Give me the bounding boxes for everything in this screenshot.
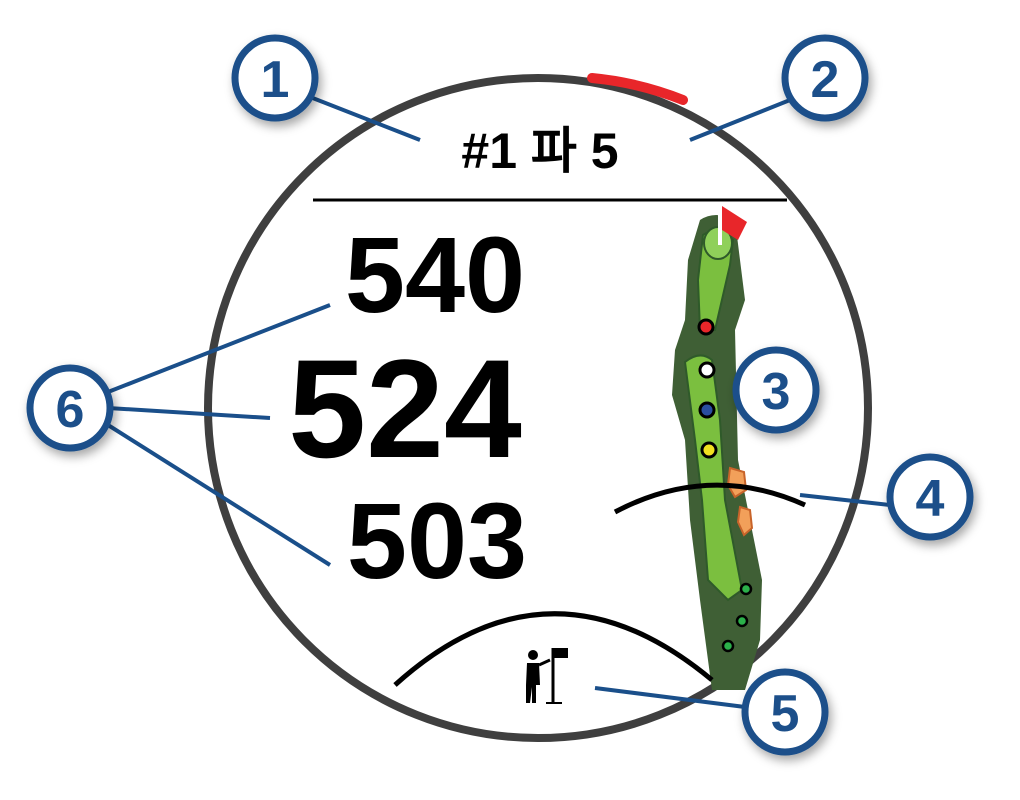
distance-middle: 524 bbox=[288, 330, 522, 487]
hole-map[interactable] bbox=[672, 206, 762, 690]
svg-text:6: 6 bbox=[56, 381, 85, 439]
distance-arc[interactable] bbox=[613, 482, 807, 515]
bottom-button-arc[interactable] bbox=[393, 611, 714, 687]
callout-5: 5 bbox=[741, 668, 829, 756]
svg-text:5: 5 bbox=[771, 685, 800, 743]
tee-marker-yellow bbox=[700, 441, 718, 459]
svg-text:3: 3 bbox=[762, 363, 791, 421]
leader-lines bbox=[106, 93, 891, 709]
hole-par-label: #1 파 5 bbox=[461, 123, 618, 179]
distance-back: 540 bbox=[345, 214, 525, 335]
tee-marker-red bbox=[697, 318, 715, 336]
layup-marker bbox=[735, 614, 749, 628]
callout-4: 4 bbox=[886, 453, 974, 541]
progress-indicator bbox=[587, 73, 688, 105]
svg-text:1: 1 bbox=[261, 51, 290, 109]
red-flag-icon bbox=[722, 206, 747, 240]
callout-6: 6 bbox=[26, 364, 114, 452]
callout-2: 2 bbox=[781, 34, 869, 122]
tee-marker-blue bbox=[698, 401, 716, 419]
golfer-with-flag-icon[interactable] bbox=[526, 648, 568, 704]
layup-marker bbox=[739, 582, 753, 596]
layup-marker bbox=[721, 639, 735, 653]
callout-1: 1 bbox=[231, 34, 319, 122]
tee-marker-white bbox=[698, 361, 716, 379]
svg-text:2: 2 bbox=[811, 51, 840, 109]
svg-text:4: 4 bbox=[916, 470, 945, 528]
distance-front: 503 bbox=[347, 480, 527, 601]
callout-3: 3 bbox=[732, 346, 820, 434]
